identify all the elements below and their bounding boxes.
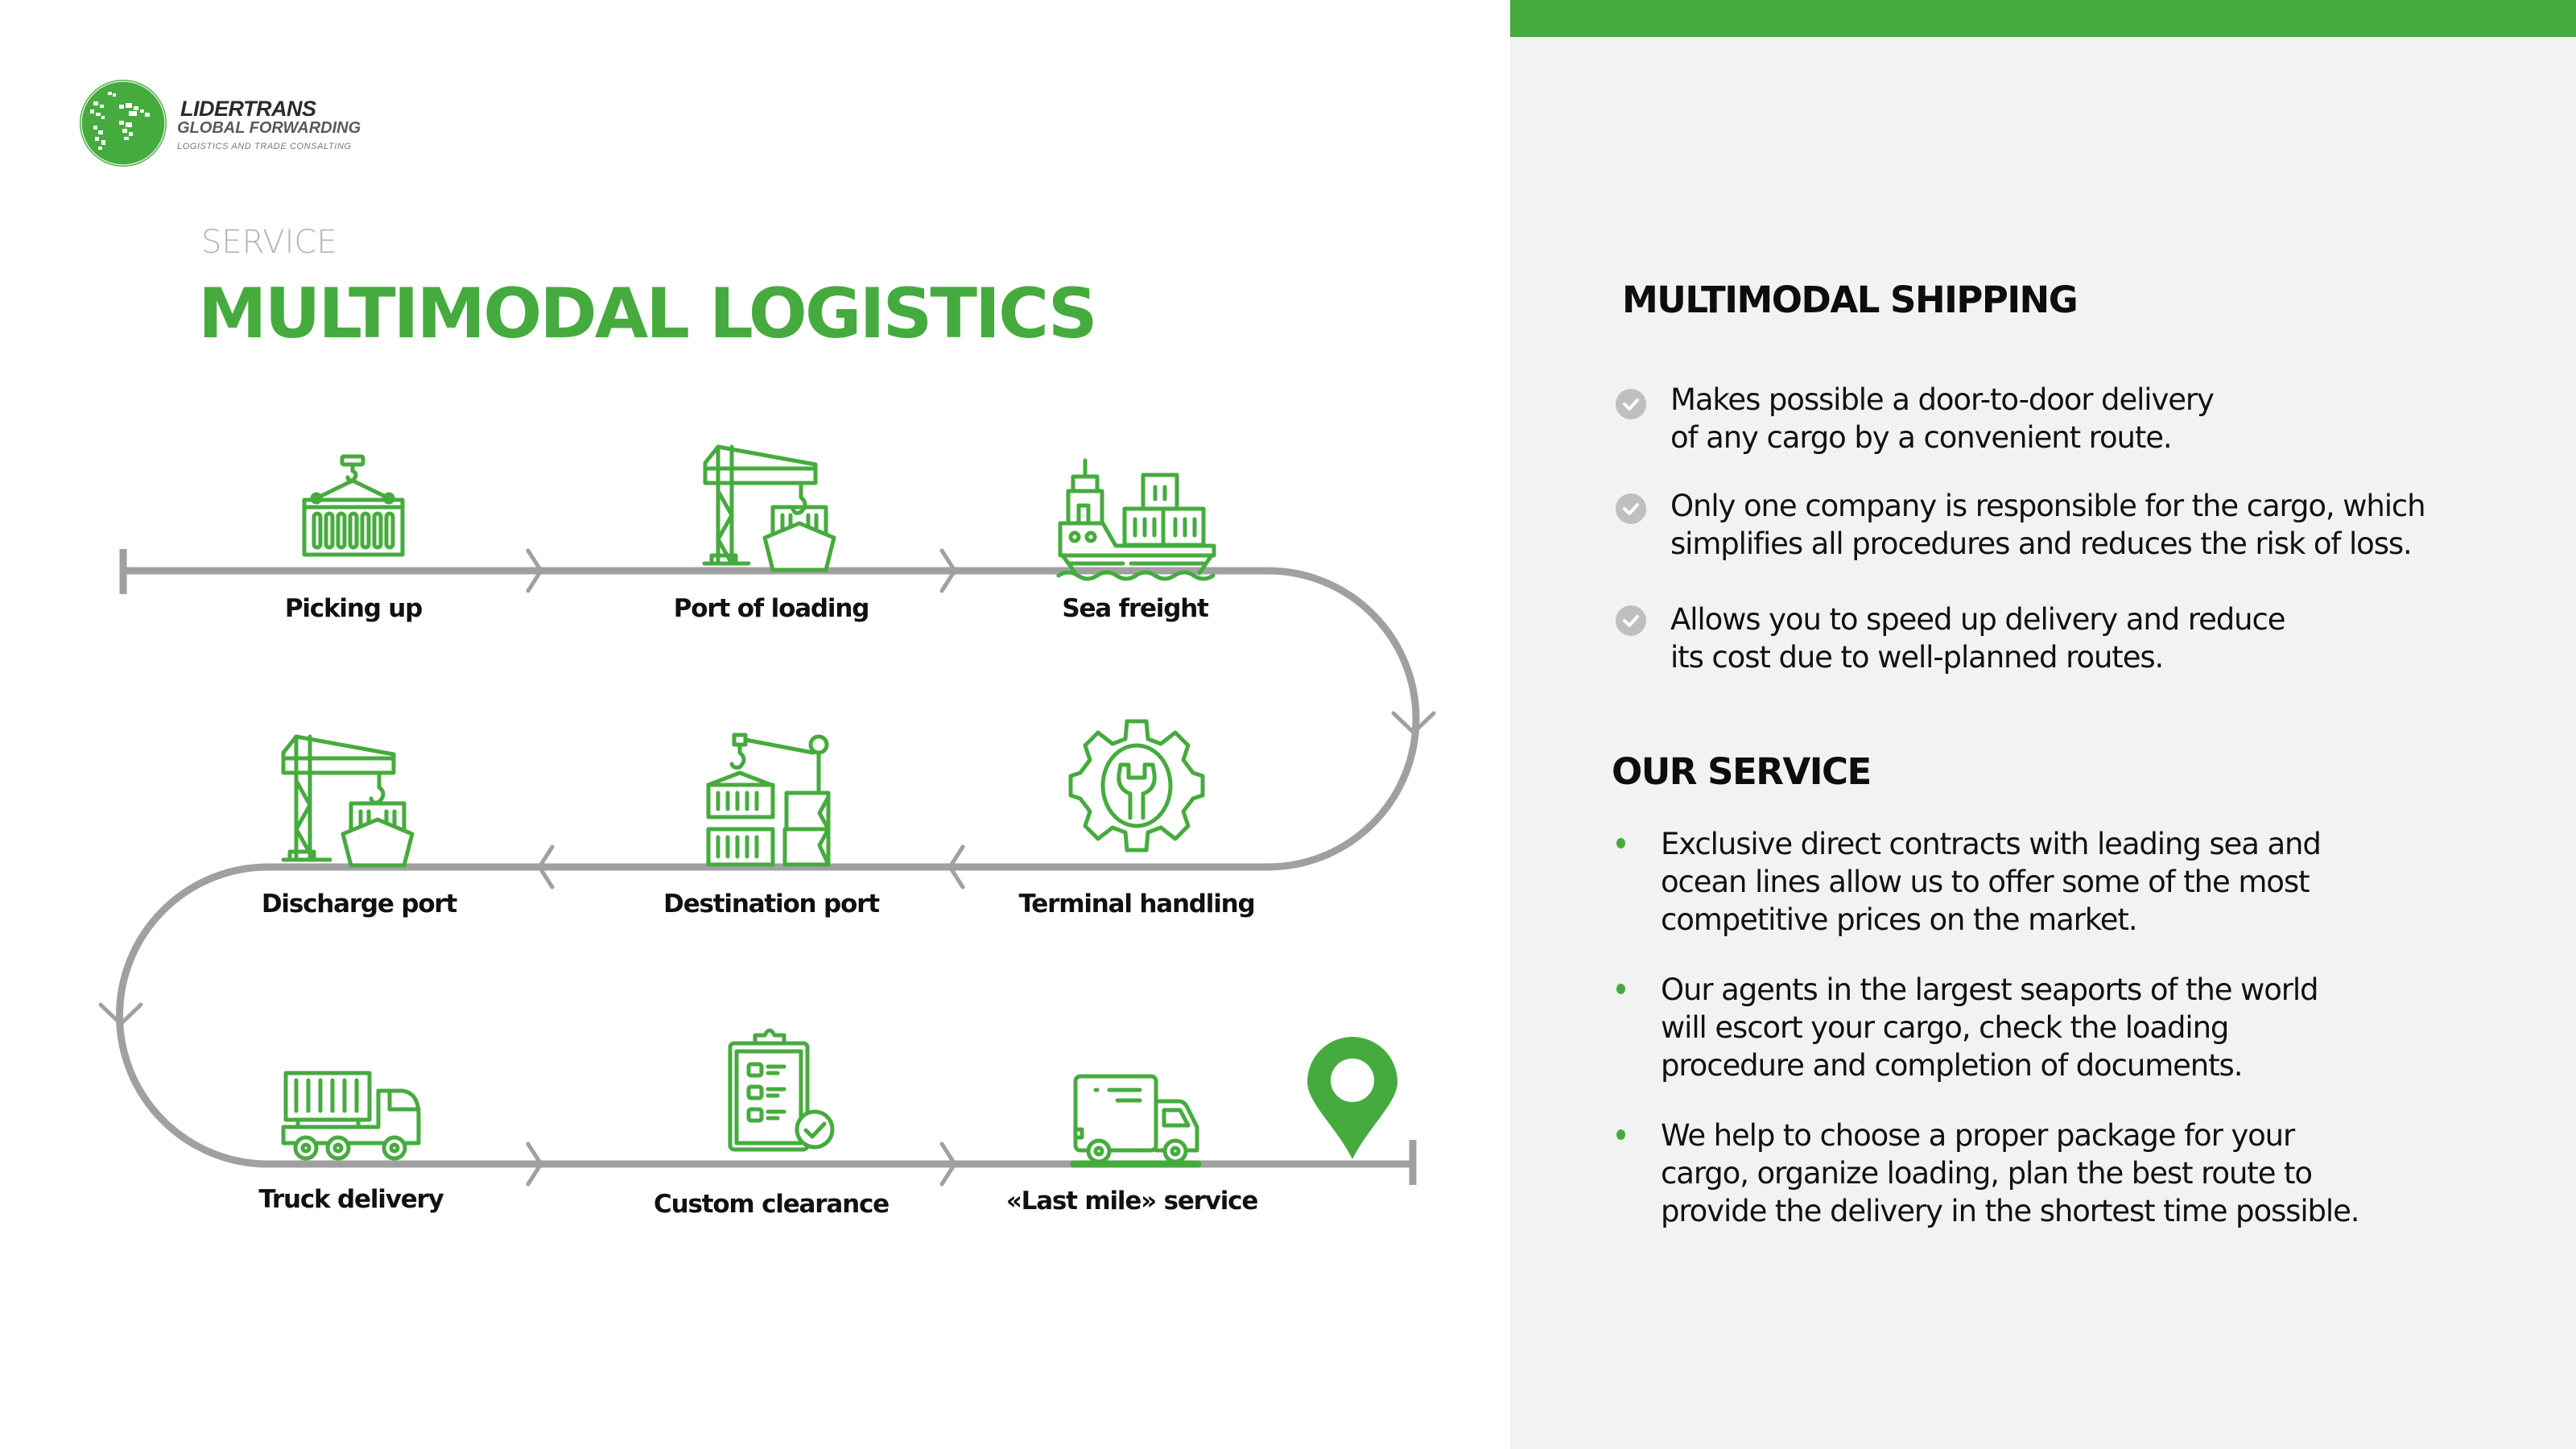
- step-label-port-of-loading: Port of loading: [673, 594, 870, 623]
- right-panel: [1510, 0, 2576, 1449]
- step-label-last-mile: «Last mile» service: [1005, 1187, 1259, 1216]
- section-eyebrow: SERVICE: [201, 224, 337, 261]
- benefit-line: Makes possible a door-to-door delivery: [1670, 382, 2215, 417]
- container-stack-crane-icon: [706, 733, 831, 867]
- page-title: MULTIMODAL LOGISTICS: [198, 274, 1098, 354]
- service-line: cargo, organize loading, plan the best r…: [1661, 1156, 2313, 1191]
- arrow-left-icon: [537, 844, 555, 890]
- benefit-line: simplifies all procedures and reduces th…: [1670, 526, 2413, 561]
- service-item: Our agents in the largest seaports of th…: [1661, 971, 2319, 1084]
- step-label-discharge-port: Discharge port: [261, 890, 457, 919]
- bullet-dot-icon: [1616, 1129, 1625, 1140]
- globe-logo-icon: [78, 78, 168, 168]
- shipping-benefit-item: Makes possible a door-to-door delivery o…: [1670, 381, 2215, 456]
- location-pin-icon: [1307, 1037, 1397, 1159]
- arrow-down-icon: [1391, 711, 1436, 736]
- arrow-right-icon: [939, 548, 957, 593]
- benefit-line: its cost due to well-planned routes.: [1670, 640, 2164, 675]
- step-label-destination-port: Destination port: [663, 890, 880, 919]
- service-item: We help to choose a proper package for y…: [1661, 1117, 2360, 1230]
- multimodal-shipping-heading: MULTIMODAL SHIPPING: [1622, 279, 2079, 321]
- benefit-line: Only one company is responsible for the …: [1670, 489, 2426, 523]
- clipboard-check-icon: [728, 1028, 835, 1152]
- brand-subtitle: GLOBAL FORWARDING: [177, 119, 361, 137]
- step-label-custom-clearance: Custom clearance: [654, 1190, 890, 1219]
- service-line: procedure and completion of documents.: [1661, 1048, 2244, 1083]
- service-line: Exclusive direct contracts with leading …: [1661, 827, 2322, 861]
- service-line: ocean lines allow us to offer some of th…: [1661, 865, 2310, 899]
- delivery-van-icon: [1070, 1074, 1202, 1168]
- company-logo: LIDERTRANS GLOBAL FORWARDING LOGISTICS A…: [77, 77, 367, 171]
- arrow-right-icon: [526, 548, 543, 593]
- arrow-right-icon: [526, 1141, 543, 1187]
- port-crane-ship-icon: [281, 734, 415, 868]
- gear-wrench-icon: [1068, 719, 1205, 852]
- service-line: competitive prices on the market.: [1661, 902, 2138, 937]
- step-label-sea-freight: Sea freight: [1062, 594, 1209, 623]
- step-label-terminal-handling: Terminal handling: [1018, 890, 1255, 919]
- benefit-line: of any cargo by a convenient route.: [1670, 420, 2173, 455]
- route-path: [116, 567, 1420, 1168]
- process-diagram: [98, 444, 1436, 1187]
- accent-bar: [1510, 0, 2576, 37]
- service-line: We help to choose a proper package for y…: [1661, 1118, 2295, 1153]
- service-item: Exclusive direct contracts with leading …: [1661, 825, 2322, 939]
- container-truck-icon: [281, 1071, 421, 1161]
- our-service-heading: OUR SERVICE: [1612, 750, 1872, 793]
- service-line: will escort your cargo, check the loadin…: [1661, 1010, 2229, 1045]
- service-line: Our agents in the largest seaports of th…: [1661, 972, 2319, 1007]
- bullet-dot-icon: [1616, 984, 1625, 994]
- brand-name: LIDERTRANS: [180, 97, 316, 121]
- benefit-line: Allows you to speed up delivery and redu…: [1670, 602, 2286, 637]
- check-circle-icon: [1616, 389, 1646, 419]
- step-label-truck-delivery: Truck delivery: [258, 1185, 444, 1214]
- check-circle-icon: [1616, 605, 1646, 636]
- arrow-down-icon: [98, 1002, 143, 1027]
- port-crane-ship-icon: [702, 444, 836, 572]
- cargo-ship-icon: [1056, 458, 1216, 581]
- brand-tagline: LOGISTICS AND TRADE CONSALTING: [177, 142, 352, 151]
- shipping-benefit-item: Only one company is responsible for the …: [1670, 487, 2426, 563]
- arrow-right-icon: [939, 1141, 957, 1187]
- check-circle-icon: [1616, 493, 1646, 524]
- arrow-left-icon: [947, 844, 965, 890]
- left-panel: LIDERTRANS GLOBAL FORWARDING LOGISTICS A…: [77, 77, 1436, 1219]
- hanging-container-icon: [302, 454, 405, 557]
- shipping-benefit-item: Allows you to speed up delivery and redu…: [1670, 601, 2286, 676]
- service-line: provide the delivery in the shortest tim…: [1661, 1194, 2360, 1228]
- step-label-picking-up: Picking up: [284, 594, 423, 623]
- bullet-dot-icon: [1616, 838, 1625, 848]
